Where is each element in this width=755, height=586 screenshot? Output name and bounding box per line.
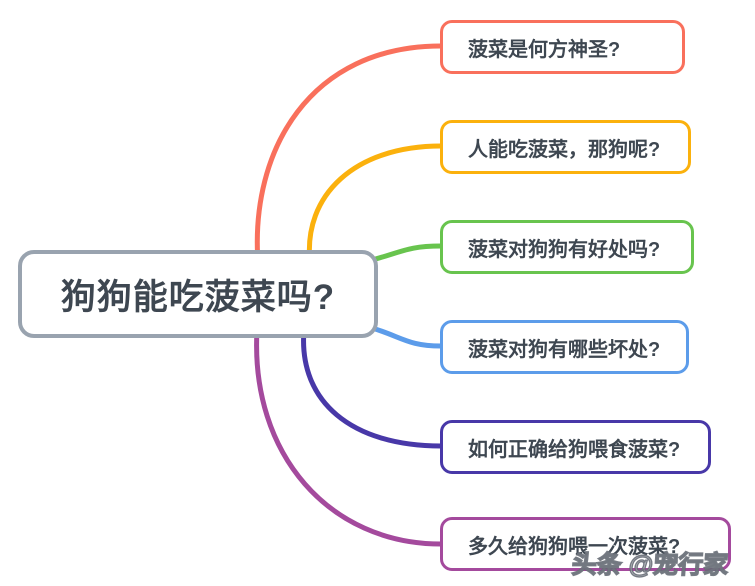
toutiao-watermark: 头条 @宠行家 (570, 550, 730, 579)
root-topic-node[interactable]: 狗狗能吃菠菜吗? (18, 250, 378, 338)
connector-branch-5 (301, 327, 444, 449)
connector-branch-1 (254, 43, 444, 265)
branch-label-1: 菠菜是何方神圣? (468, 38, 621, 61)
root-topic-label: 狗狗能吃菠菜吗? (60, 277, 336, 317)
branch-label-5: 如何正确给狗喂食菠菜? (468, 438, 681, 461)
branch-node-2[interactable]: 人能吃菠菜，那狗呢? (440, 120, 691, 174)
branch-label-6: 多久给狗狗喂一次菠菜? (468, 535, 681, 558)
branch-label-2: 人能吃菠菜，那狗呢? (468, 138, 661, 161)
connector-branch-6 (254, 327, 444, 547)
connector-branch-2 (306, 143, 444, 265)
branch-node-3[interactable]: 菠菜对狗狗有好处吗? (440, 220, 694, 274)
connector-branch-3 (369, 243, 444, 263)
branch-node-5[interactable]: 如何正确给狗喂食菠菜? (440, 420, 711, 474)
branch-node-1[interactable]: 菠菜是何方神圣? (440, 20, 685, 74)
branch-node-4[interactable]: 菠菜对狗有哪些坏处? (440, 320, 689, 374)
branch-label-3: 菠菜对狗狗有好处吗? (468, 238, 661, 261)
connector-branch-4 (369, 325, 444, 349)
branch-label-4: 菠菜对狗有哪些坏处? (468, 338, 661, 361)
branch-node-6[interactable]: 多久给狗狗喂一次菠菜? (440, 517, 731, 571)
